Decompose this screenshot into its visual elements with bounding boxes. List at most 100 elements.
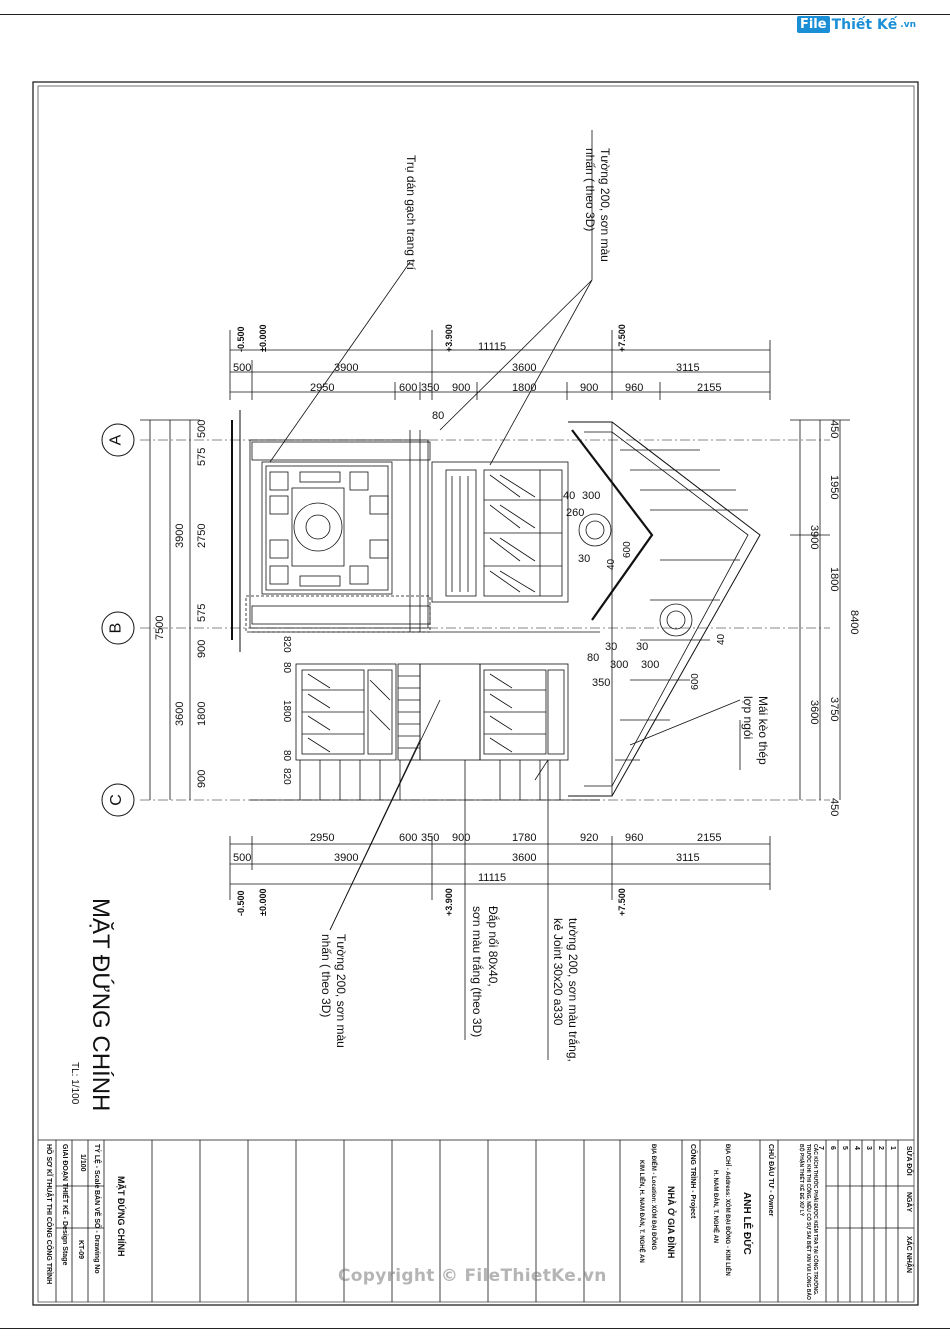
tb-rev-2: 2 (877, 1146, 884, 1150)
dim-bot-r2-0: 2950 (310, 832, 335, 844)
dim-bot-r2-4: 1780 (512, 832, 537, 844)
brand-logo: File Thiết Kế .vn (796, 16, 916, 33)
grid-label-a: A (107, 434, 125, 446)
dim-left-a0: 500 (196, 419, 208, 438)
dim-top-r2-4: 1800 (512, 382, 537, 394)
bottom-rule (0, 1328, 950, 1329)
dim-left-a6: 900 (196, 769, 208, 788)
dim-inner-15: 300 (610, 659, 629, 671)
level-bot-0: -0.500 (236, 890, 246, 916)
title-block-frame (38, 1139, 914, 1302)
level-bot-3: +7.500 (617, 888, 627, 916)
level-bot-2: +3.900 (444, 888, 454, 916)
tb-stage: HỒ SƠ KĨ THUẬT THI CÔNG CÔNG TRÌNH (45, 1144, 52, 1285)
dim-inner-11: 820 (281, 768, 292, 785)
dim-bot-r2-2: 350 (421, 832, 440, 844)
dim-bot-r2-5: 920 (580, 832, 599, 844)
dim-inner-1: 40 (563, 490, 576, 502)
label-dap-1: Đắp nổi 80x40, (486, 906, 500, 987)
tb-note: CÁC KÍCH THƯỚC PHẢI ĐƯỢC KIỂM TRA TẠI CÔ… (798, 1144, 818, 1300)
level-bot-1: ±0.000 (258, 888, 268, 916)
tb-address-label: ĐỊA CHỈ - Address: XÓM ĐẠI ĐỒNG - KIM LI… (724, 1144, 730, 1276)
dim-inner-9: 1800 (281, 700, 292, 723)
label-dap-2: sơn màu trắng (theo 3D) (470, 906, 484, 1038)
tb-owner: ANH LÊ ĐỨC (741, 1192, 752, 1255)
dim-right-a2: 1800 (828, 567, 840, 592)
tb-scale: 1/100 (79, 1154, 86, 1172)
dim-right-a4: 450 (828, 798, 840, 817)
tb-rev-7: 7 (817, 1146, 824, 1150)
tb-drawing-no: KT-09 (77, 1240, 84, 1260)
dim-right-total: 8400 (848, 610, 860, 635)
dim-inner-4: 30 (578, 553, 591, 565)
dim-right-a1: 1950 (828, 475, 840, 500)
dim-inner-7: 820 (281, 636, 292, 653)
label-tuong-top-1: Tường 200, sơn màu (598, 148, 612, 262)
dim-bot-r2-1: 600 (399, 832, 418, 844)
dim-bot-r1-0: 500 (233, 852, 252, 864)
dim-total-bot: 11115 (478, 872, 507, 884)
level-top-3: +7.500 (617, 324, 627, 352)
label-tuong-white-1: tường 200, sơn màu trắng, (566, 918, 580, 1062)
tb-location-label: ĐỊA ĐIỂM - Location: XÓM ĐẠI ĐỒNG (650, 1144, 656, 1251)
label-tuong-top-2: nhấn ( theo 3D) (583, 148, 597, 232)
dim-inner-6: 40 (606, 558, 617, 570)
grid-label-c: C (107, 794, 125, 806)
inner-frame (37, 85, 915, 1303)
dim-inner-8: 80 (281, 662, 292, 674)
tb-rev-3: 3 (865, 1146, 872, 1150)
dim-left-a5: 1800 (196, 701, 208, 726)
dim-left-a1: 575 (196, 447, 208, 466)
dim-bot-r2-6: 960 (625, 832, 644, 844)
tb-scale-label: TỶ LỆ - Scale (93, 1144, 100, 1189)
dim-inner-3: 260 (566, 507, 585, 519)
tb-project: NHÀ Ở GIA ĐÌNH (666, 1186, 676, 1259)
dim-left-a2: 2750 (196, 523, 208, 548)
brand-name: Thiết Kế (831, 16, 898, 33)
tb-project-label: CÔNG TRÌNH - Project (689, 1144, 696, 1219)
dim-right-b1: 3600 (808, 700, 820, 725)
dim-top-r1-2: 3600 (512, 362, 537, 374)
dim-inner-13: 30 (605, 641, 618, 653)
copyright-watermark: Copyright © FileThietKe.vn (338, 1266, 607, 1286)
dim-inner-5: 600 (622, 541, 633, 558)
dim-top-r1-0: 500 (233, 362, 252, 374)
tb-rev-4: 4 (853, 1146, 860, 1150)
dim-inner-16: 300 (641, 659, 660, 671)
dim-bot-r1-2: 3600 (512, 852, 537, 864)
brand-suffix: .vn (900, 19, 916, 30)
dim-inner-14: 30 (636, 641, 649, 653)
drawing-scale: TL: 1/100 (69, 1062, 80, 1105)
tb-rev-header-0: SỬA ĐỔI (905, 1146, 912, 1176)
dim-left-b0: 3900 (174, 523, 186, 548)
dim-inner-17: 350 (592, 677, 611, 689)
tb-address-2: H. NAM ĐÀN, T. NGHỆ AN (712, 1170, 718, 1244)
dim-right-a0: 450 (828, 420, 840, 439)
dim-top-r1-3: 3115 (676, 362, 700, 374)
dim-top-r2-5: 900 (580, 382, 599, 394)
grid-label-b: B (107, 622, 125, 634)
dim-left-b1: 3600 (174, 701, 186, 726)
dim-bot-r1-1: 3900 (334, 852, 359, 864)
dim-top-r2-2: 350 (421, 382, 440, 394)
tb-rev-header-2: XÁC NHẬN (905, 1236, 912, 1273)
dim-top-r2-1: 600 (399, 382, 418, 394)
top-rule (0, 14, 950, 15)
label-tuong-bot-1: Tường 200, sơn màu (334, 934, 348, 1048)
tb-rev-5: 5 (841, 1146, 848, 1150)
dim-right-b0: 3900 (808, 525, 820, 550)
dim-inner-12: 80 (587, 652, 600, 664)
brand-tile: File (796, 16, 830, 33)
label-tru-gach: Trụ dán gạch trang trí (404, 155, 418, 270)
level-top-0: -0.500 (236, 326, 246, 352)
dim-total-top: 11115 (478, 341, 507, 353)
dim-inner-0: 80 (432, 410, 445, 422)
dim-left-a4: 900 (196, 639, 208, 658)
dim-top-r2-3: 900 (452, 382, 471, 394)
dim-inner-10: 80 (281, 750, 292, 762)
tb-location-2: KIM LIÊN, H. NAM ĐÀN, T. NGHỆ AN (638, 1160, 644, 1263)
tb-owner-label: CHỦ ĐẦU TƯ - Owner (767, 1144, 774, 1217)
tb-rev-header-1: NGÀY (905, 1192, 912, 1213)
drawing-title: MẶT ĐỨNG CHÍNH (87, 898, 114, 1112)
